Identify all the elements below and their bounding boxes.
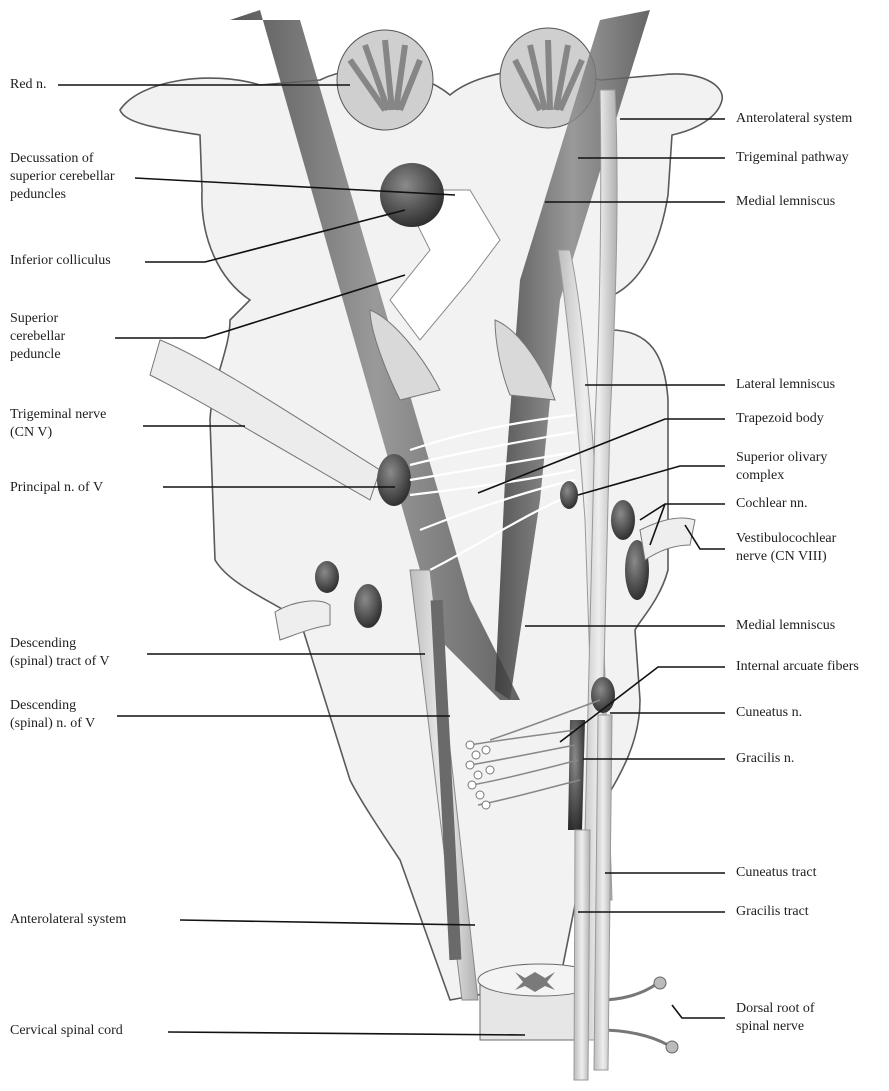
label-trigeminal-nerve: Trigeminal nerve (CN V): [10, 406, 106, 442]
label-trapezoid-body: Trapezoid body: [736, 410, 824, 428]
label-cochlear-nn: Cochlear nn.: [736, 495, 808, 513]
label-descending-n-v: Descending (spinal) n. of V: [10, 697, 95, 733]
superior-olivary-complex: [560, 481, 578, 509]
cuneatus-nucleus: [591, 677, 615, 713]
label-vestibulocochlear-nerve: Vestibulocochlear nerve (CN VIII): [736, 530, 836, 566]
label-red-n: Red n.: [10, 76, 47, 94]
gracilis-tract: [574, 830, 590, 1080]
label-principal-n-v: Principal n. of V: [10, 479, 103, 497]
label-decussation: Decussation of superior cerebellar pedun…: [10, 150, 115, 204]
cochlear-nucleus-upper: [611, 500, 635, 540]
label-cervical-spinal-cord: Cervical spinal cord: [10, 1022, 123, 1040]
left-ganglion-upper: [315, 561, 339, 593]
label-descending-tract-v: Descending (spinal) tract of V: [10, 635, 110, 671]
label-gracilis-n: Gracilis n.: [736, 750, 794, 768]
label-dorsal-root: Dorsal root of spinal nerve: [736, 1000, 815, 1036]
label-cuneatus-n: Cuneatus n.: [736, 704, 802, 722]
label-trigeminal-pathway: Trigeminal pathway: [736, 149, 849, 167]
inferior-colliculus: [380, 163, 444, 227]
left-ganglion-lower: [354, 584, 382, 628]
label-anterolateral-system-left: Anterolateral system: [10, 911, 126, 929]
label-internal-arcuate-fibers: Internal arcuate fibers: [736, 658, 859, 676]
red-nucleus-left: [337, 30, 433, 130]
label-medial-lemniscus-lower: Medial lemniscus: [736, 617, 835, 635]
label-cuneatus-tract: Cuneatus tract: [736, 864, 816, 882]
label-anterolateral-system-right: Anterolateral system: [736, 110, 852, 128]
label-inferior-colliculus: Inferior colliculus: [10, 252, 111, 270]
label-lateral-lemniscus: Lateral lemniscus: [736, 376, 835, 394]
label-gracilis-tract: Gracilis tract: [736, 903, 809, 921]
principal-nucleus-v: [377, 454, 411, 506]
label-superior-olivary-complex: Superior olivary complex: [736, 449, 827, 485]
label-medial-lemniscus-upper: Medial lemniscus: [736, 193, 835, 211]
label-superior-cerebellar-peduncle: Superior cerebellar peduncle: [10, 310, 65, 364]
